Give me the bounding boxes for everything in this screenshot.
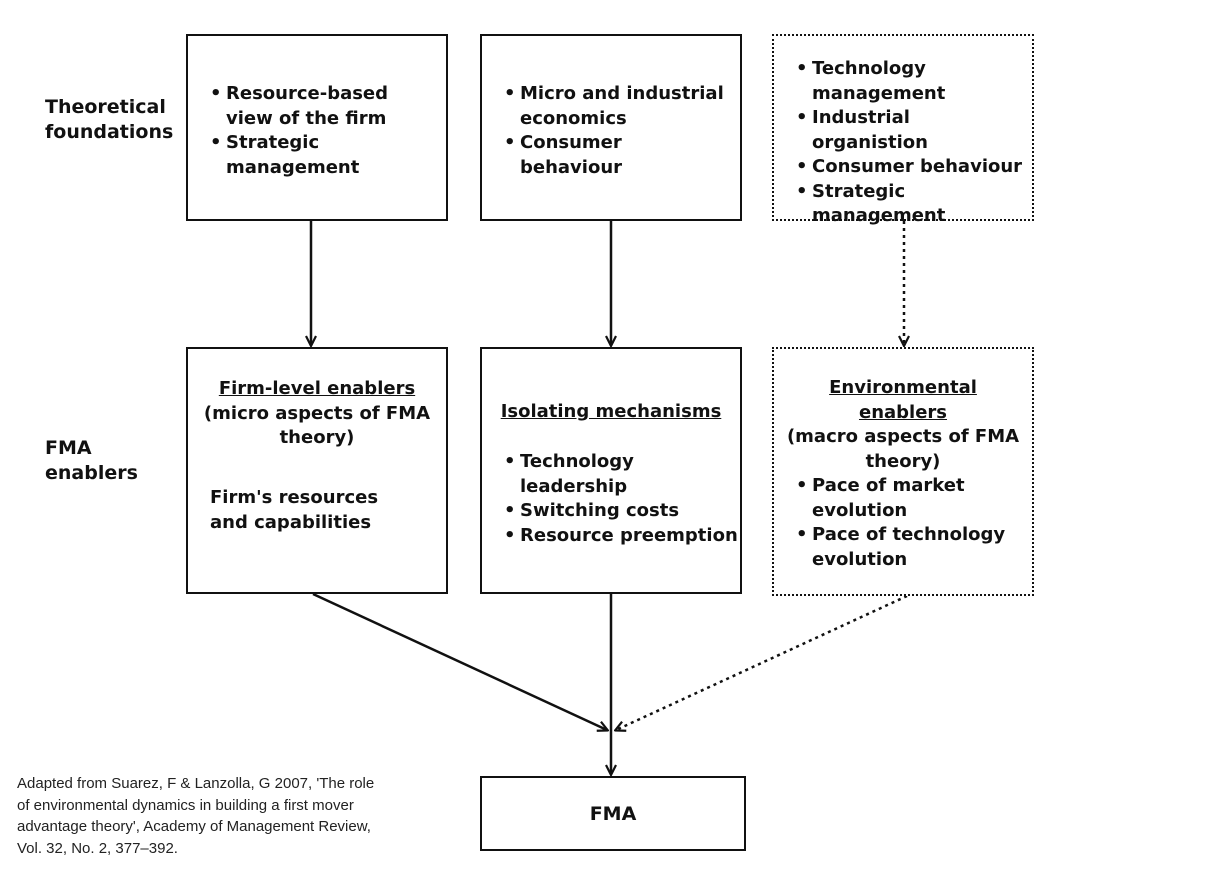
arrow-environmental-to-fma	[616, 594, 908, 730]
foundation-box-right: Technology management Industrial organis…	[772, 34, 1034, 226]
foundation-list-right: Technology management Industrial organis…	[796, 57, 1028, 229]
environmental-list: Pace of market evolution Pace of technol…	[796, 474, 1006, 572]
environmental-enablers-title: Environmental enablers	[829, 377, 977, 423]
firm-enablers-title: Firm-level enablers	[218, 378, 416, 399]
enabler-box-firm-level: Firm-level enablers (micro aspects of FM…	[186, 347, 448, 594]
source-citation: Adapted from Suarez, F & Lanzolla, G 200…	[17, 775, 375, 857]
row-label-line: Theoretical	[45, 96, 166, 118]
firm-enablers-header: Firm-level enablers (micro aspects of FM…	[198, 377, 436, 451]
environmental-enablers-subtitle: (macro aspects of FMA theory)	[786, 426, 1020, 472]
list-item: Pace of market evolution	[796, 474, 1006, 523]
row-label-fma-enablers: FMA enablers	[45, 436, 138, 486]
environmental-enablers-header: Environmental enablers (macro aspects of…	[784, 376, 1022, 474]
list-item: Resource-based view of the firm	[210, 82, 440, 131]
list-item: Technology management	[796, 57, 1028, 106]
fma-outcome-label: FMA	[589, 802, 637, 825]
isolating-title: Isolating mechanisms	[500, 401, 722, 422]
enabler-box-isolating: Isolating mechanisms Technology leadersh…	[480, 347, 742, 594]
list-item: Technology leadership	[504, 450, 738, 499]
list-item: Switching costs	[504, 499, 738, 524]
arrow-firm-enablers-to-fma	[312, 592, 607, 730]
list-item: Resource preemption	[504, 524, 738, 549]
list-item: Strategic management	[796, 180, 1028, 229]
list-item: Pace of technology evolution	[796, 523, 1006, 572]
enabler-box-environmental: Environmental enablers (macro aspects of…	[772, 347, 1034, 596]
list-item: Industrial organistion	[796, 106, 1028, 155]
foundation-box-left: Resource-based view of the firm Strategi…	[186, 34, 448, 221]
row-label-line: foundations	[45, 121, 174, 143]
list-item: Micro and industrial economics	[504, 82, 724, 131]
row-label-line: FMA	[45, 437, 92, 459]
firm-enablers-subtitle: (micro aspects of FMA theory)	[203, 402, 431, 449]
list-item: Strategic management	[210, 131, 440, 180]
list-item: Consumer behaviour	[504, 131, 724, 180]
row-label-theoretical-foundations: Theoretical foundations	[45, 95, 173, 145]
fma-outcome-box: FMA	[480, 776, 746, 851]
list-item: Consumer behaviour	[796, 155, 1028, 180]
firm-enablers-body: Firm's resources and capabilities	[210, 487, 379, 533]
isolating-list: Technology leadership Switching costs Re…	[504, 450, 738, 548]
foundation-list-left: Resource-based view of the firm Strategi…	[210, 82, 440, 180]
row-label-line: enablers	[45, 462, 138, 484]
foundation-box-middle: Micro and industrial economics Consumer …	[480, 34, 742, 221]
foundation-list-middle: Micro and industrial economics Consumer …	[504, 82, 724, 180]
